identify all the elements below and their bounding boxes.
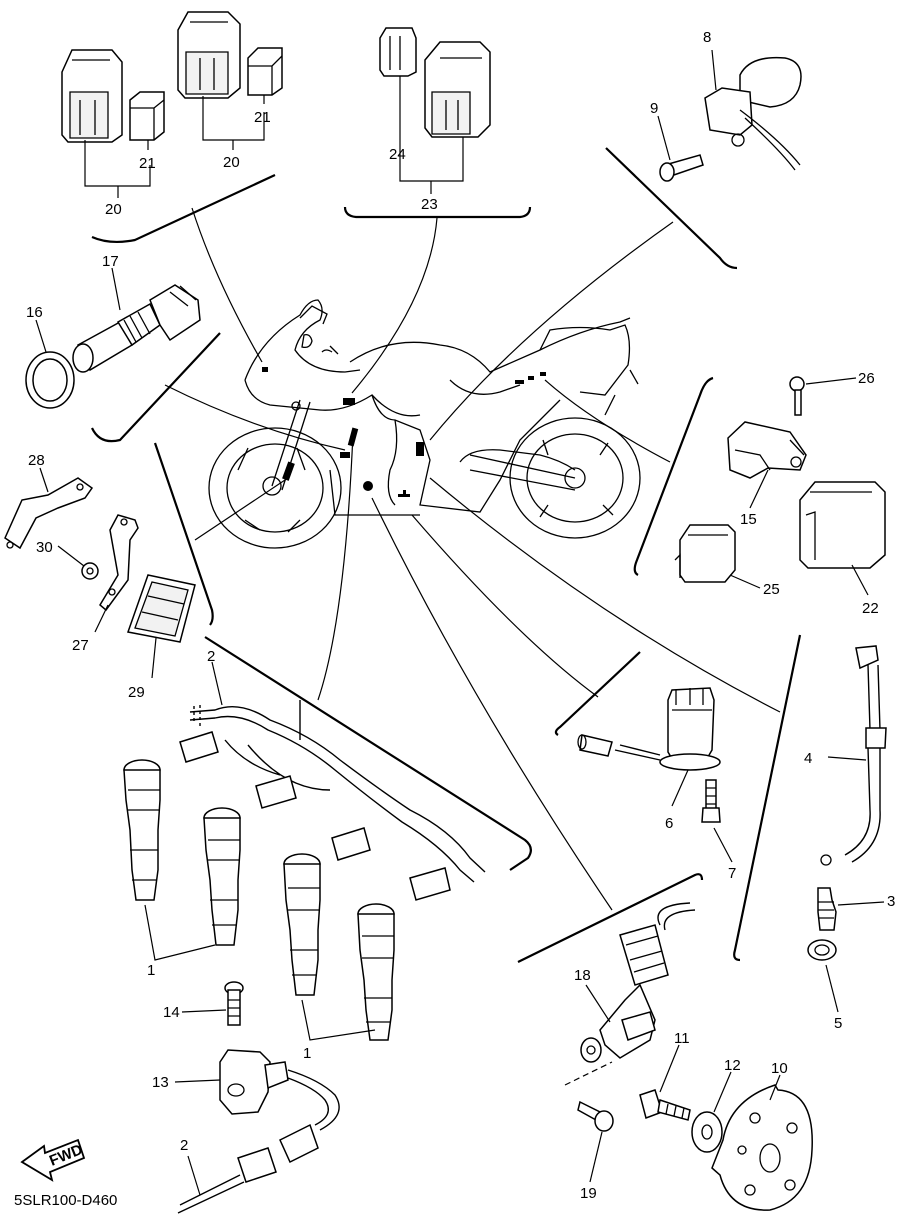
part-label-1: 1 xyxy=(303,1045,311,1062)
relay-part-25 xyxy=(674,524,736,583)
ecu-part-22 xyxy=(799,481,886,569)
relay-part-21b xyxy=(247,47,283,96)
part-label-28: 28 xyxy=(28,452,45,469)
part-label-27: 27 xyxy=(72,637,89,654)
part-label-4: 4 xyxy=(804,750,812,767)
part-label-5: 5 xyxy=(834,1015,842,1032)
part-label-24: 24 xyxy=(389,146,406,163)
part-number-labels: 20 21 20 21 24 23 8 9 17 16 28 30 27 29 … xyxy=(26,29,895,1202)
bolt-part-7 xyxy=(701,779,721,823)
diagram-reference-code: 5SLR100-D460 xyxy=(14,1192,117,1209)
part-label-3: 3 xyxy=(887,893,895,910)
sensor-part-15 xyxy=(727,421,807,479)
part-label-25: 25 xyxy=(763,581,780,598)
ignition-coil-2 xyxy=(203,807,241,946)
part-label-29: 29 xyxy=(128,684,145,701)
leaders-27-30 xyxy=(39,467,157,679)
relay-tree-lines-20-21 xyxy=(84,95,265,198)
leaders-15-26 xyxy=(729,377,869,596)
bracket-part-28 xyxy=(4,477,94,550)
wire-harness-part-2 xyxy=(179,700,486,901)
part-label-1: 1 xyxy=(147,962,155,979)
relay-part-20b xyxy=(177,11,241,99)
washer-part-5 xyxy=(807,939,837,961)
screw-part-19 xyxy=(564,1061,614,1132)
screw-part-14 xyxy=(224,981,244,1026)
washer-part-16 xyxy=(25,351,75,409)
part-label-12: 12 xyxy=(724,1057,741,1074)
fwd-arrow-icon xyxy=(20,1138,86,1182)
sensor-part-6 xyxy=(577,687,721,771)
relay-part-21a xyxy=(129,91,165,141)
part-label-2: 2 xyxy=(180,1137,188,1154)
relay-part-24 xyxy=(379,27,417,77)
leaders-16-17 xyxy=(35,267,121,353)
leaders-2b-13-14 xyxy=(174,1009,227,1196)
relay-part-23 xyxy=(424,41,491,138)
part-label-11: 11 xyxy=(674,1030,690,1047)
relay-part-20a xyxy=(61,49,123,143)
part-label-17: 17 xyxy=(102,253,119,270)
bolt-part-11 xyxy=(639,1089,691,1121)
part-label-18: 18 xyxy=(574,967,591,984)
part-label-26: 26 xyxy=(858,370,875,387)
part-label-16: 16 xyxy=(26,304,43,321)
part-label-7: 7 xyxy=(728,865,736,882)
part-label-20: 20 xyxy=(105,201,122,218)
nut-part-30 xyxy=(81,562,99,580)
part-label-30: 30 xyxy=(36,539,53,556)
part-label-14: 14 xyxy=(163,1004,180,1021)
group-leader-lines xyxy=(164,207,781,911)
part-label-8: 8 xyxy=(703,29,711,46)
part-label-22: 22 xyxy=(862,600,879,617)
part-label-6: 6 xyxy=(665,815,673,832)
part-label-23: 23 xyxy=(421,196,438,213)
leaders-6-7 xyxy=(671,769,733,863)
rotor-plate-part-10 xyxy=(711,1084,813,1211)
lead-wire-part-4 xyxy=(820,645,887,866)
leaders-3-5 xyxy=(825,756,885,1013)
bracket-part-27 xyxy=(99,514,139,612)
part-label-19: 19 xyxy=(580,1185,597,1202)
ignition-coil-1 xyxy=(123,759,161,901)
sensor-part-8 xyxy=(704,56,802,171)
ignition-coil-3 xyxy=(283,853,321,996)
part-label-10: 10 xyxy=(771,1060,788,1077)
location-markers xyxy=(262,367,546,497)
part-label-21: 21 xyxy=(139,155,156,172)
screw-part-26 xyxy=(789,376,805,416)
part-label-13: 13 xyxy=(152,1074,169,1091)
bolt-part-9 xyxy=(659,154,704,182)
part-label-20: 20 xyxy=(223,154,240,171)
leaders-10-19 xyxy=(585,984,781,1183)
leaders-8-9 xyxy=(657,49,717,161)
group-brackets xyxy=(91,147,802,963)
part-label-2: 2 xyxy=(207,648,215,665)
relay-tree-lines-23-24 xyxy=(399,76,464,194)
ignition-coil-4 xyxy=(357,903,395,1041)
washer-part-12 xyxy=(691,1111,723,1153)
pickup-coil-part-18 xyxy=(580,902,696,1063)
coil-leader-lines xyxy=(144,661,376,1041)
temp-sensor-part-17 xyxy=(72,284,201,373)
reflector-part-29 xyxy=(127,574,196,643)
motorcycle-outline xyxy=(208,299,641,549)
spark-sensor-part-3 xyxy=(817,887,837,931)
part-label-21: 21 xyxy=(254,109,271,126)
sensor-part-13 xyxy=(177,1049,340,1214)
part-label-9: 9 xyxy=(650,100,658,117)
part-label-15: 15 xyxy=(740,511,757,528)
